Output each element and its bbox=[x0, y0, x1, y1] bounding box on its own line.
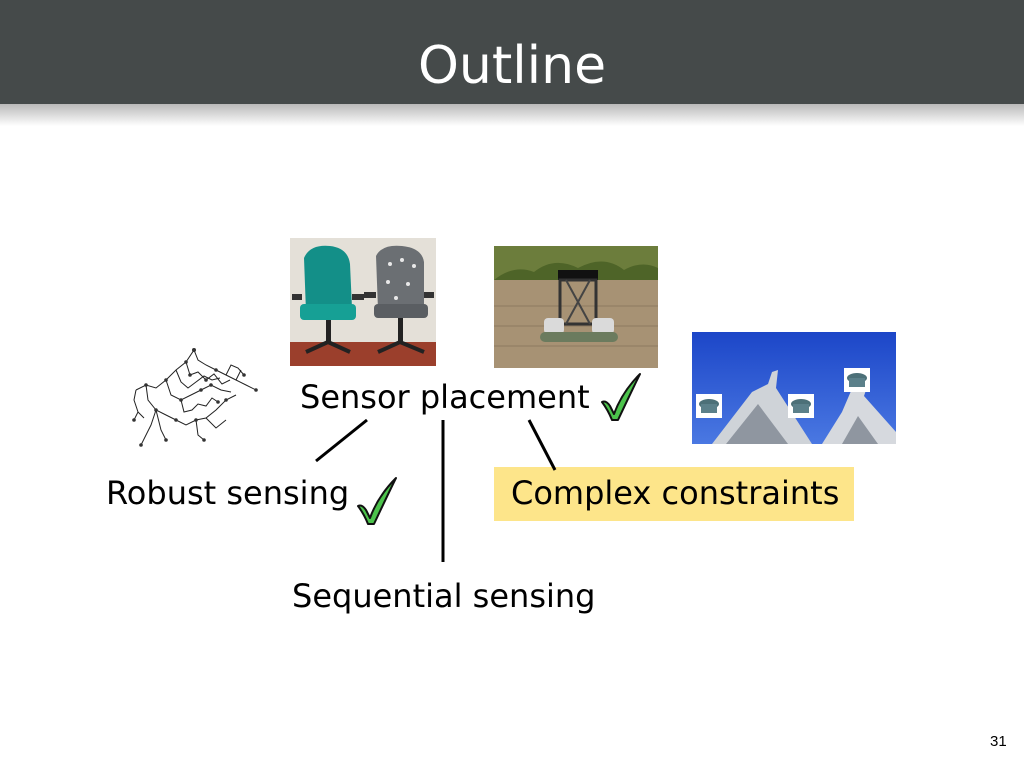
complex-constraints-highlight bbox=[494, 467, 854, 521]
bridge-sensors-image bbox=[692, 332, 896, 444]
title-bar-shadow bbox=[0, 104, 1024, 126]
chairs-photo bbox=[290, 238, 436, 366]
connector-complex bbox=[527, 419, 557, 471]
checkmark-icon bbox=[357, 477, 397, 525]
checkmark-icon bbox=[601, 373, 641, 421]
sensor-icon bbox=[844, 368, 870, 392]
slide-title: Outline bbox=[417, 36, 607, 96]
connector-robust bbox=[315, 418, 368, 463]
sensor-placement-label: Sensor placement bbox=[300, 378, 590, 416]
robust-sensing-label: Robust sensing bbox=[106, 474, 350, 512]
page-number: 31 bbox=[990, 733, 1007, 750]
title-bar bbox=[0, 0, 1024, 104]
sequential-sensing-label: Sequential sensing bbox=[292, 577, 596, 615]
sensor-icon bbox=[696, 394, 722, 418]
sensor-icon bbox=[788, 394, 814, 418]
lake-robot-photo bbox=[494, 246, 658, 368]
network-graph-image bbox=[132, 348, 258, 447]
complex-constraints-label: Complex constraints bbox=[511, 474, 840, 512]
